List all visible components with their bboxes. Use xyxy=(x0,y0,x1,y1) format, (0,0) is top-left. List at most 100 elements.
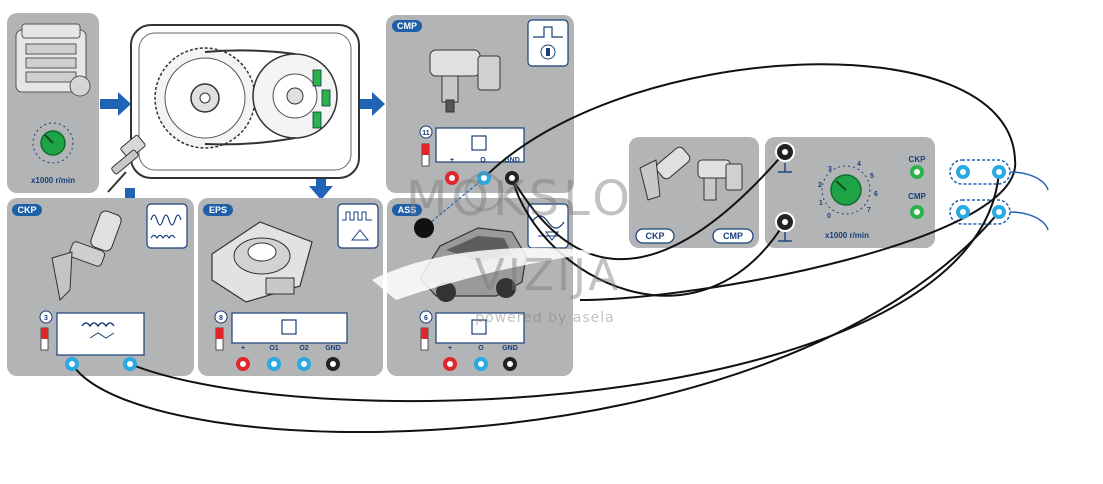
cmp-plus-jack[interactable] xyxy=(445,171,459,185)
eps-module-tag: EPS xyxy=(209,205,227,215)
dial-mark: 6 xyxy=(874,191,878,198)
ass-module-tag: ASS xyxy=(398,205,417,215)
eps-pin-label: GND xyxy=(325,345,341,352)
ckp-output-jack-2[interactable] xyxy=(992,165,1006,179)
hall-chip-icon xyxy=(281,319,297,335)
wire xyxy=(1009,211,1049,231)
ground-icon xyxy=(778,232,792,242)
ass-gnd-jack[interactable] xyxy=(503,357,517,371)
engine-block-icon xyxy=(15,23,91,97)
wires xyxy=(71,63,1049,433)
cam-magnet xyxy=(312,69,322,87)
ass-circuit-box xyxy=(435,312,525,344)
square-wave-icon xyxy=(527,19,569,67)
ckp-module-number: 3 xyxy=(44,315,48,322)
generator-ckp-label: CKP xyxy=(909,155,927,164)
eps-sensor-icon xyxy=(211,221,313,303)
timing-belt-drawing xyxy=(107,24,360,193)
cmp-pin-label: + xyxy=(450,157,454,164)
cmp-module-number: 11 xyxy=(422,130,430,137)
cam-magnet xyxy=(312,111,322,129)
ckp-module-tag: CKP xyxy=(17,205,36,215)
ckp-jack-1[interactable] xyxy=(65,357,79,371)
cmp-module-tag: CMP xyxy=(397,21,417,31)
ckp-select-button[interactable] xyxy=(635,228,675,244)
eps-module: EPS 8 + O1 O2 GND xyxy=(198,198,383,376)
dial-mark: 3 xyxy=(828,166,832,173)
sensor-select-panel: CKP CMP xyxy=(629,137,759,248)
eps-o2-jack[interactable] xyxy=(297,357,311,371)
ass-module-number: 6 xyxy=(424,315,428,322)
generator-cmp-jack[interactable] xyxy=(910,205,924,219)
ass-plus-jack[interactable] xyxy=(443,357,457,371)
ass-pin-label: GND xyxy=(502,345,518,352)
ckp-output-jack-1[interactable] xyxy=(956,165,970,179)
cam-magnet xyxy=(321,89,331,107)
ass-pin-label: + xyxy=(448,345,452,352)
coil-icon xyxy=(81,322,115,328)
crank-sensor-icon xyxy=(107,134,146,193)
eps-gnd-jack[interactable] xyxy=(326,357,340,371)
engine-speed-unit: x1000 r/min xyxy=(31,176,75,185)
watermark-swoosh xyxy=(372,247,600,300)
generator-cmp-label: CMP xyxy=(908,192,926,201)
ass-o-jack[interactable] xyxy=(474,357,488,371)
wire xyxy=(71,211,1000,433)
wire xyxy=(129,171,1000,403)
eps-pin-label: O1 xyxy=(269,345,278,352)
cmp-o-jack[interactable] xyxy=(477,171,491,185)
ground-icon xyxy=(778,163,792,173)
dial-mark: 7 xyxy=(867,207,871,214)
cmp-sensor-icon xyxy=(429,49,501,113)
cmp-module: CMP 11 + O GND xyxy=(386,15,574,193)
cmp-sensor-icon xyxy=(697,159,743,201)
eps-module-number: 8 xyxy=(219,315,223,322)
jacks xyxy=(65,142,1006,371)
cmp-output-jack-2[interactable] xyxy=(992,205,1006,219)
digital-wave-icon xyxy=(337,203,379,249)
generator-ground-jack-2[interactable] xyxy=(775,212,795,232)
wire xyxy=(511,151,786,261)
ckp-jack-2[interactable] xyxy=(123,357,137,371)
eps-o1-jack[interactable] xyxy=(267,357,281,371)
arrow-right-icon xyxy=(100,92,131,116)
hall-chip-icon xyxy=(471,135,487,151)
eps-circuit-box xyxy=(231,312,348,344)
arrow-right-icon xyxy=(356,92,385,116)
wire xyxy=(511,177,786,297)
engine-panel: x1000 r/min xyxy=(7,13,99,193)
wire xyxy=(1009,171,1049,191)
cmp-select-button[interactable] xyxy=(712,228,754,244)
cmp-gnd-jack[interactable] xyxy=(505,171,519,185)
generator-ckp-jack[interactable] xyxy=(910,165,924,179)
ckp-sensor-icon xyxy=(51,210,122,302)
cmp-select-label: CMP xyxy=(723,231,743,241)
ass-pin-label: O xyxy=(478,345,484,352)
dial-mark: 4 xyxy=(857,161,861,168)
generator-ground-jack-1[interactable] xyxy=(775,142,795,162)
hall-chip-icon xyxy=(471,319,487,335)
arrow-down-icon xyxy=(309,175,333,200)
dial-mark: 0 xyxy=(827,213,831,220)
probe-tip[interactable] xyxy=(414,218,434,238)
wire xyxy=(423,177,485,229)
cmp-output-jack-1[interactable] xyxy=(956,205,970,219)
dial-mark: 1 xyxy=(819,200,823,207)
inductive-wave-icon xyxy=(146,203,188,249)
dial-mark: 2 xyxy=(818,182,822,189)
generator-speed-dial[interactable] xyxy=(821,165,871,215)
generator-speed-unit: x1000 r/min xyxy=(825,231,869,240)
cmp-pin-label: O xyxy=(480,157,486,164)
engine-speed-dial[interactable] xyxy=(32,122,74,164)
eps-plus-jack[interactable] xyxy=(236,357,250,371)
cmp-pin-label: GND xyxy=(504,157,520,164)
ckp-module: CKP 3 xyxy=(7,198,194,376)
eps-pin-label: O2 xyxy=(299,345,308,352)
dial-mark: 5 xyxy=(870,173,874,180)
watermark-line2: VIZIJA xyxy=(475,250,622,301)
ckp-select-label: CKP xyxy=(645,231,664,241)
watermark-line3: powered by asela xyxy=(475,310,615,326)
eps-pin-label: + xyxy=(241,345,245,352)
wire xyxy=(483,63,1017,301)
